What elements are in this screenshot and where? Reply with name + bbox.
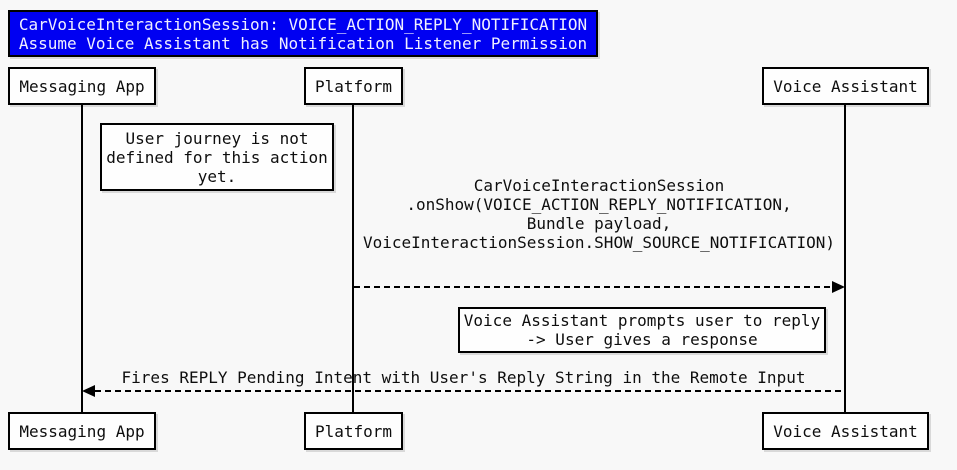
note-line: Voice Assistant prompts user to reply bbox=[463, 311, 821, 330]
message-line: CarVoiceInteractionSession bbox=[473, 176, 725, 195]
participant-label: Platform bbox=[314, 421, 393, 441]
participant-label: Messaging App bbox=[19, 76, 145, 96]
participant-messaging-app-bottom: Messaging App bbox=[8, 412, 156, 450]
participant-label: Voice Assistant bbox=[773, 421, 918, 441]
participant-voice-assistant-bottom: Voice Assistant bbox=[762, 412, 929, 450]
message-line: Fires REPLY Pending Intent with User's R… bbox=[121, 368, 806, 387]
diagram-title: CarVoiceInteractionSession: VOICE_ACTION… bbox=[8, 10, 598, 57]
arrowhead-left-icon bbox=[82, 385, 95, 397]
participant-label: Platform bbox=[314, 76, 393, 96]
lifeline-messaging-app bbox=[81, 105, 83, 413]
note-voice-assistant-prompts: Voice Assistant prompts user to reply ->… bbox=[458, 307, 826, 353]
message-onshow-label: CarVoiceInteractionSession .onShow(VOICE… bbox=[353, 176, 845, 252]
lifeline-voice-assistant bbox=[844, 105, 846, 413]
participant-voice-assistant-top: Voice Assistant bbox=[762, 67, 929, 105]
diagram-title-line-1: CarVoiceInteractionSession: VOICE_ACTION… bbox=[18, 14, 588, 34]
participant-messaging-app-top: Messaging App bbox=[8, 67, 156, 105]
participant-platform-bottom: Platform bbox=[304, 412, 403, 450]
participant-platform-top: Platform bbox=[304, 67, 403, 105]
participant-label: Voice Assistant bbox=[773, 76, 918, 96]
note-line: -> User gives a response bbox=[526, 330, 758, 349]
note-line: yet. bbox=[197, 166, 237, 186]
message-reply-intent-arrow bbox=[95, 390, 844, 392]
arrowhead-right-icon bbox=[832, 281, 845, 293]
message-line: VoiceInteractionSession.SHOW_SOURCE_NOTI… bbox=[362, 233, 835, 252]
note-line: User journey is not bbox=[125, 128, 309, 148]
note-line: defined for this action bbox=[106, 147, 328, 167]
diagram-title-line-2: Assume Voice Assistant has Notification … bbox=[18, 33, 588, 53]
message-onshow-arrow bbox=[354, 286, 832, 288]
lifeline-platform bbox=[352, 105, 354, 413]
message-line: Bundle payload, bbox=[526, 214, 672, 233]
message-line: .onShow(VOICE_ACTION_REPLY_NOTIFICATION, bbox=[406, 195, 792, 214]
message-reply-intent-label: Fires REPLY Pending Intent with User's R… bbox=[82, 368, 845, 387]
participant-label: Messaging App bbox=[19, 421, 145, 441]
note-user-journey: User journey is not defined for this act… bbox=[100, 123, 334, 191]
